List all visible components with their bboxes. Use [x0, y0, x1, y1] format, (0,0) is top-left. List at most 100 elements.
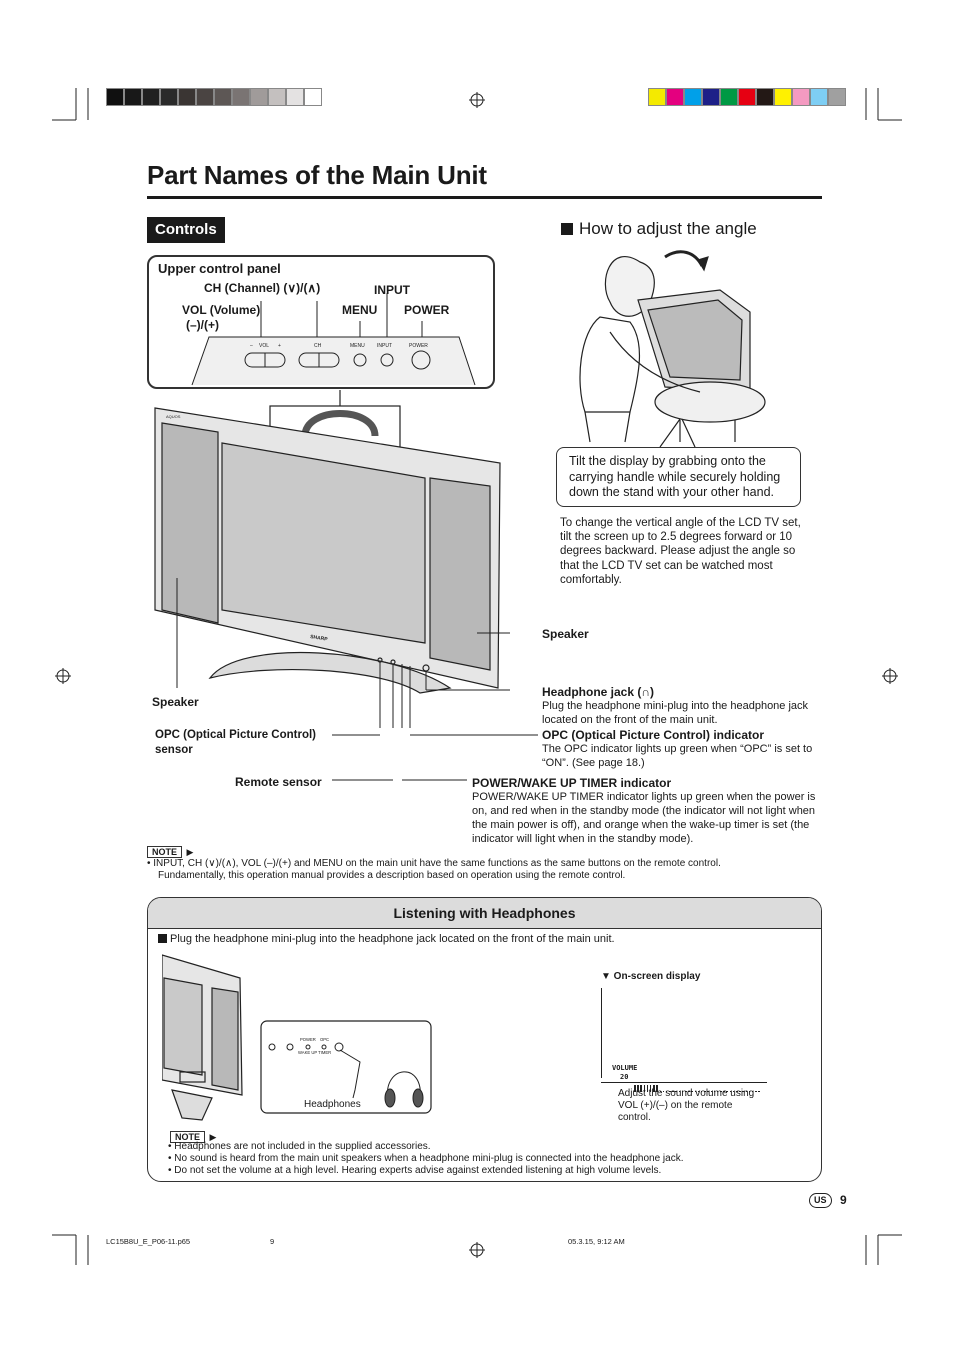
- volume-tick: [748, 1090, 751, 1092]
- volume-tick: [713, 1090, 716, 1092]
- note-badge: NOTE ▶: [147, 842, 193, 860]
- volume-tick: [649, 1085, 652, 1092]
- volume-tick: [755, 1090, 757, 1092]
- headphones-caption: Headphones: [304, 1099, 361, 1110]
- input-label: INPUT: [374, 283, 410, 297]
- calibration-swatch: [666, 88, 684, 106]
- calibration-swatch: [196, 88, 214, 106]
- power-indicator-desc: POWER/WAKE UP TIMER indicator lights up …: [472, 791, 816, 845]
- listening-note-badge: NOTE ▶: [170, 1127, 216, 1145]
- remote-sensor-label: Remote sensor: [235, 775, 322, 789]
- volume-tick: [691, 1090, 693, 1092]
- volume-tick: [697, 1090, 700, 1092]
- headphone-jack-desc: Plug the headphone mini-plug into the he…: [542, 700, 809, 726]
- volume-tick: [732, 1090, 735, 1092]
- panel-ch-print: CH: [314, 343, 322, 349]
- volume-label: VOLUME: [612, 1064, 638, 1072]
- calibration-swatch: [268, 88, 286, 106]
- calibration-swatch: [232, 88, 250, 106]
- power-label: POWER: [404, 303, 450, 317]
- upper-control-panel-box: [147, 255, 495, 389]
- volume-tick: [710, 1090, 712, 1092]
- panel-power-print: POWER: [409, 343, 428, 349]
- volume-tick: [688, 1090, 690, 1092]
- volume-tick: [729, 1090, 732, 1092]
- tv-brand-print: SHARP: [310, 634, 329, 643]
- volume-value: 20: [620, 1073, 629, 1081]
- listening-note-item: • Headphones are not included in the sup…: [168, 1141, 431, 1152]
- volume-tick: [723, 1090, 725, 1092]
- calibration-swatch: [160, 88, 178, 106]
- inset-wake-label: WAKE UP TIMER: [298, 1050, 331, 1055]
- panel-minus-print: –: [250, 343, 253, 349]
- menu-label: MENU: [342, 303, 378, 317]
- volume-tick: [694, 1090, 697, 1092]
- vol-sub-label: (–)/(+): [186, 318, 219, 332]
- volume-tick: [745, 1090, 748, 1092]
- gray-calibration-bars: [106, 88, 322, 106]
- inset-opc-label: OPC: [320, 1037, 329, 1042]
- adjust-volume-text: Adjust the sound volume using VOL (+)/(–…: [618, 1088, 755, 1123]
- calibration-swatch: [250, 88, 268, 106]
- headphone-jack-label: Headphone jack (∩): [542, 685, 655, 699]
- panel-input-print: INPUT: [377, 343, 392, 349]
- listening-notes: • Headphones are not included in the sup…: [168, 1141, 808, 1177]
- calibration-swatch: [684, 88, 702, 106]
- footer-file: LC15B8U_E_P06-11.p65: [106, 1237, 191, 1246]
- footer-page: 9: [270, 1237, 275, 1246]
- osd-left-border: [601, 988, 602, 1078]
- angle-tip-box: Tilt the display by grabbing onto the ca…: [556, 447, 801, 507]
- registration-mark-left: [55, 668, 71, 684]
- calibration-swatch: [286, 88, 304, 106]
- volume-bar: [634, 1074, 762, 1092]
- volume-tick: [669, 1090, 671, 1092]
- panel-vol-print: VOL: [259, 343, 269, 349]
- inset-power-label: POWER: [300, 1037, 316, 1042]
- listening-heading: Listening with Headphones: [148, 898, 821, 929]
- listening-note-item: • No sound is heard from the main unit s…: [168, 1153, 684, 1164]
- listening-section: Listening with Headphones: [147, 897, 822, 1182]
- controls-tab: Controls: [147, 217, 225, 243]
- control-panel-drawing: – VOL + CH MENU INPUT POWER: [191, 293, 476, 386]
- listening-note-item: • Do not set the volume at a high level.…: [168, 1165, 662, 1176]
- page-number: 9: [840, 1193, 847, 1207]
- volume-tick: [736, 1090, 738, 1092]
- volume-tick: [662, 1090, 665, 1092]
- note-text-2: Fundamentally, this operation manual pro…: [158, 870, 626, 881]
- volume-tick: [704, 1090, 706, 1092]
- page-title: Part Names of the Main Unit: [147, 160, 487, 190]
- tv-side-illustration: [162, 954, 243, 1121]
- volume-tick: [742, 1090, 744, 1092]
- calibration-swatch: [304, 88, 322, 106]
- angle-body-text: To change the vertical angle of the LCD …: [560, 517, 801, 586]
- headphone-inset: POWER OPC WAKE UP TIMER: [260, 1020, 432, 1114]
- panel-menu-print: MENU: [350, 343, 365, 349]
- volume-tick: [675, 1090, 677, 1092]
- volume-tick: [751, 1090, 754, 1092]
- onscreen-display-label: ▼ On-screen display: [601, 971, 701, 982]
- opc-indicator-desc: The OPC indicator lights up green when “…: [542, 743, 813, 769]
- volume-tick: [678, 1090, 681, 1092]
- volume-tick: [646, 1085, 649, 1092]
- calibration-swatch: [142, 88, 160, 106]
- volume-tick: [726, 1090, 728, 1092]
- volume-tick: [685, 1090, 687, 1092]
- registration-mark-right: [882, 668, 898, 684]
- calibration-swatch: [738, 88, 756, 106]
- calibration-swatch: [756, 88, 774, 106]
- tv-main-unit-drawing: SHARP AQUOS: [154, 390, 510, 728]
- volume-tick: [758, 1090, 760, 1092]
- color-calibration-bars: [648, 88, 846, 106]
- region-badge: US: [809, 1193, 832, 1208]
- volume-tick: [700, 1090, 703, 1092]
- volume-tick: [739, 1090, 741, 1092]
- listening-instruction: Plug the headphone mini-plug into the he…: [158, 932, 808, 946]
- osd-bottom-border: [601, 1082, 767, 1083]
- volume-tick: [659, 1090, 661, 1092]
- calibration-swatch: [648, 88, 666, 106]
- calibration-swatch: [720, 88, 738, 106]
- volume-tick: [653, 1085, 655, 1092]
- calibration-swatch: [792, 88, 810, 106]
